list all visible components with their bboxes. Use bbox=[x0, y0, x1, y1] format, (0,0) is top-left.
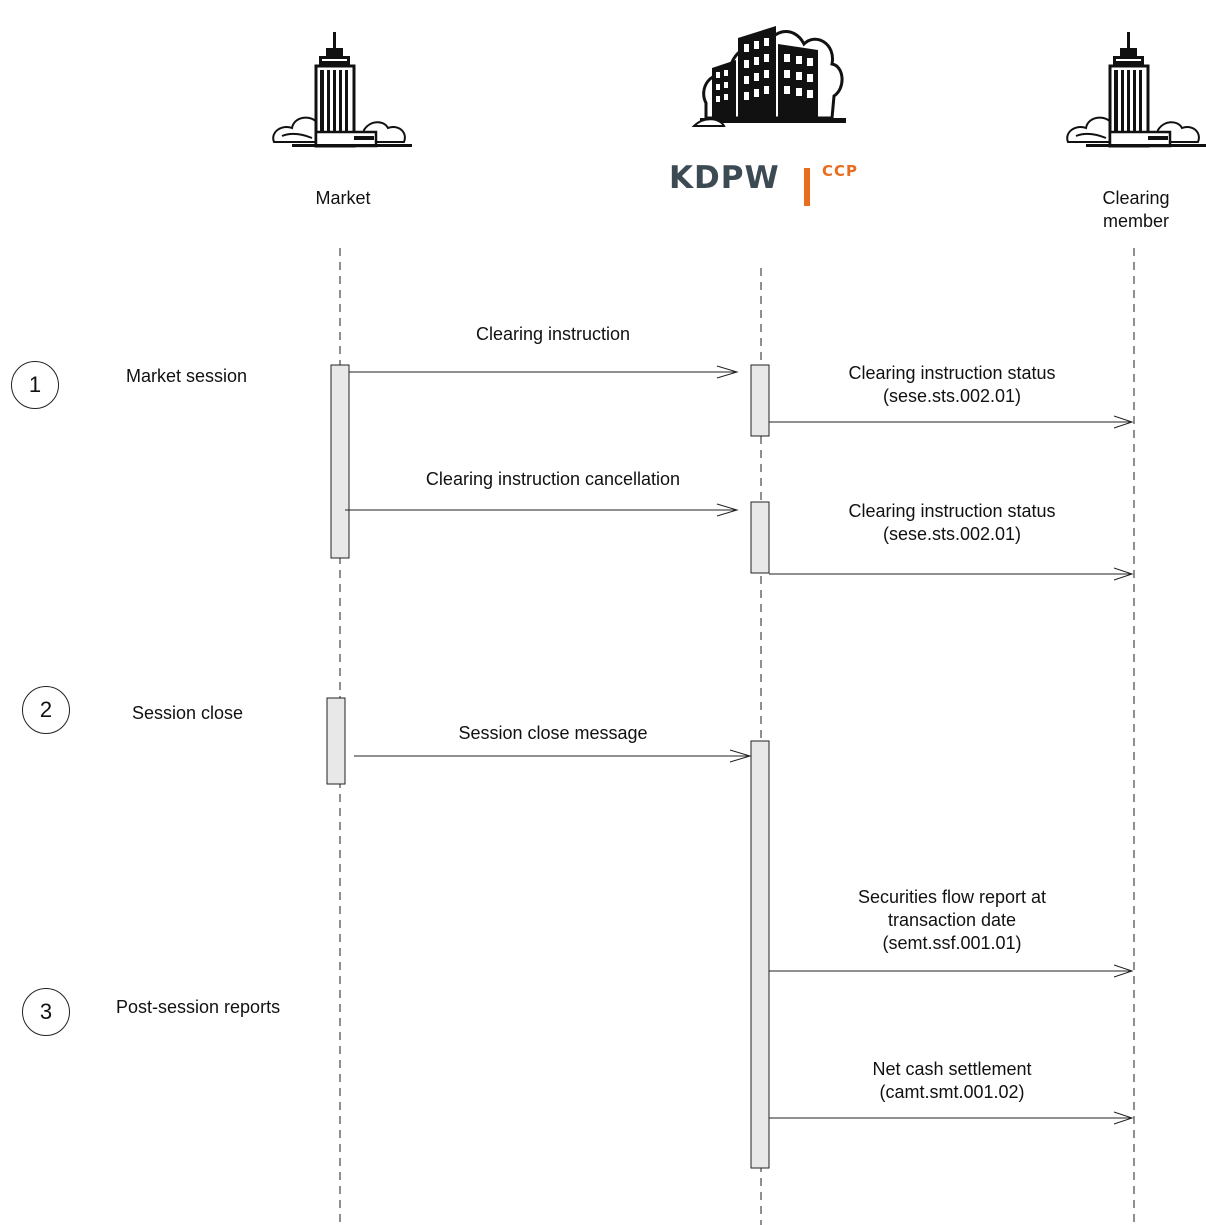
logo-divider-bar bbox=[804, 168, 810, 206]
message-net-cash: Net cash settlement (camt.smt.001.02) bbox=[872, 1058, 1031, 1104]
message-line: (sese.sts.002.01) bbox=[882, 524, 1022, 544]
logo-kdpw-text: KDPW bbox=[669, 160, 780, 196]
arrow-status-1 bbox=[769, 415, 1134, 429]
message-line: Net cash settlement bbox=[872, 1059, 1032, 1079]
message-cancellation: Clearing instruction cancellation bbox=[426, 468, 680, 491]
market-building-icon bbox=[271, 30, 414, 149]
arrow-clearing-instruction bbox=[349, 365, 739, 379]
arrow-securities-flow bbox=[769, 964, 1134, 978]
participant-market-label: Market bbox=[315, 188, 371, 208]
step-3-label: Post-session reports bbox=[116, 997, 281, 1017]
message-line: Securities flow report at bbox=[857, 887, 1047, 907]
message-line: Clearing instruction status bbox=[848, 363, 1056, 383]
message-status-1: Clearing instruction status (sese.sts.00… bbox=[848, 362, 1055, 408]
message-line: (semt.ssf.001.01) bbox=[882, 933, 1022, 953]
arrow-status-2 bbox=[769, 567, 1134, 581]
participant-clearing-member-label: Clearing member bbox=[1102, 187, 1169, 233]
message-status-2: Clearing instruction status (sese.sts.00… bbox=[848, 500, 1055, 546]
message-line: (camt.smt.001.02) bbox=[879, 1082, 1025, 1102]
market-activation-close bbox=[326, 697, 346, 785]
message-securities-flow: Securities flow report at transaction da… bbox=[858, 886, 1046, 955]
kdpw-ccp-building-icon bbox=[692, 24, 848, 128]
clearing-member-line-1: Clearing bbox=[1102, 188, 1170, 208]
ccp-activation-1 bbox=[750, 364, 770, 437]
market-activation-session bbox=[330, 364, 350, 559]
message-clearing-instruction: Clearing instruction bbox=[476, 323, 630, 346]
message-line: Session close message bbox=[458, 723, 648, 743]
message-line: Clearing instruction status bbox=[848, 501, 1056, 521]
logo-ccp-text: CCP bbox=[822, 162, 859, 180]
clearing-member-line-2: member bbox=[1102, 211, 1170, 231]
clearing-member-building-icon bbox=[1065, 30, 1206, 149]
step-3-circle: 3 bbox=[22, 988, 70, 1036]
message-line: Clearing instruction cancellation bbox=[425, 469, 681, 489]
arrow-session-close bbox=[354, 749, 752, 763]
message-line: Clearing instruction bbox=[475, 324, 631, 344]
step-1-circle: 1 bbox=[11, 361, 59, 409]
step-2-circle: 2 bbox=[22, 686, 70, 734]
ccp-activation-3 bbox=[750, 740, 770, 1169]
message-line: (sese.sts.002.01) bbox=[882, 386, 1022, 406]
step-1-label: Market session bbox=[126, 366, 248, 386]
step-2-label: Session close bbox=[132, 703, 244, 723]
message-session-close: Session close message bbox=[458, 722, 647, 745]
ccp-activation-2 bbox=[750, 501, 770, 574]
arrow-net-cash bbox=[769, 1111, 1134, 1125]
arrow-cancellation bbox=[345, 503, 739, 517]
message-line: transaction date bbox=[887, 910, 1017, 930]
